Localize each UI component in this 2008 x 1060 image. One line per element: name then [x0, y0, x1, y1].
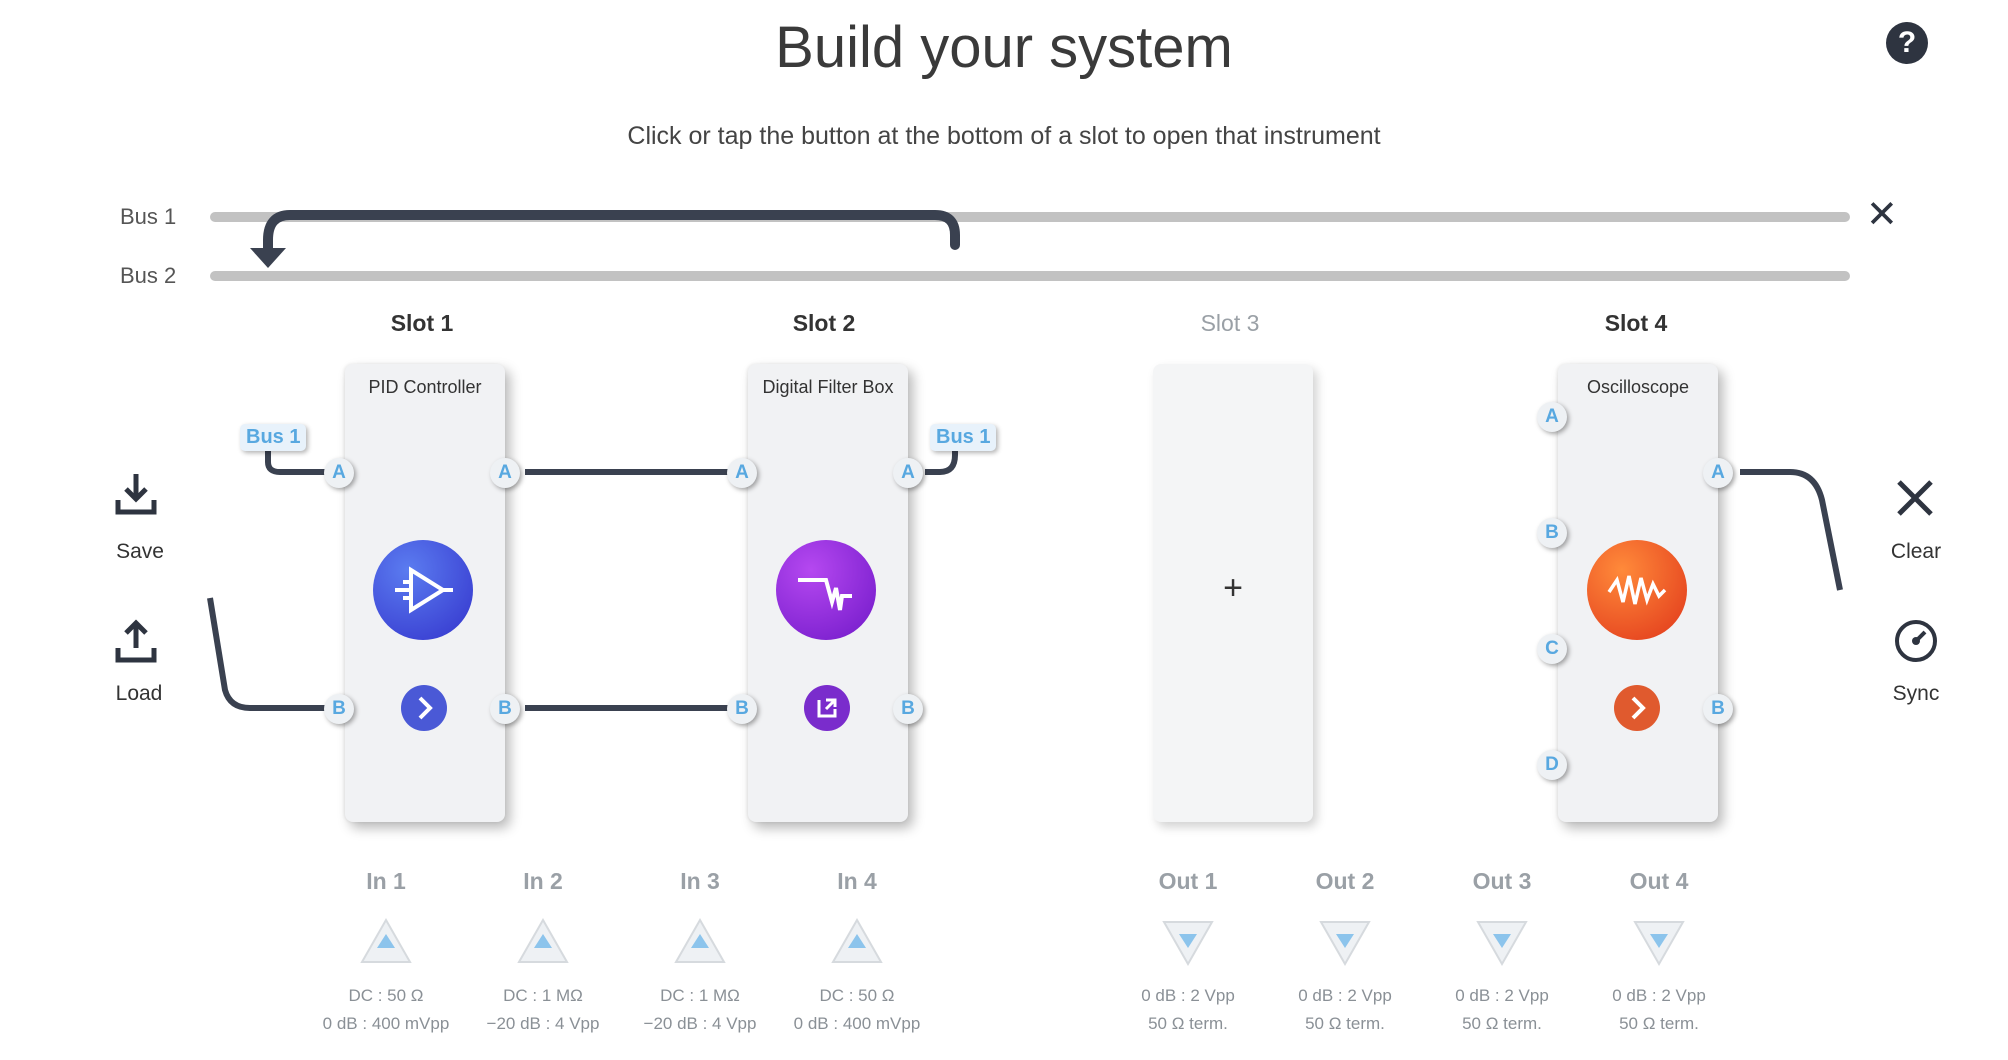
- save-button[interactable]: Save: [116, 540, 164, 563]
- input-4-coupling: DC : 50 Ω: [819, 986, 895, 1005]
- input-1-button[interactable]: [358, 914, 414, 970]
- close-icon[interactable]: ✕: [1866, 194, 1898, 236]
- slot-1-bus-tag[interactable]: Bus 1: [240, 424, 307, 451]
- slot-2-instrument-name: Digital Filter Box: [762, 377, 894, 397]
- bus-2-label: Bus 2: [120, 263, 177, 288]
- input-1-coupling: DC : 50 Ω: [348, 986, 424, 1005]
- pid-controller-icon[interactable]: [373, 540, 473, 640]
- sync-button[interactable]: Sync: [1892, 682, 1940, 705]
- output-4-label: Out 4: [1629, 868, 1689, 894]
- slot-2-port-in-b[interactable]: B: [727, 694, 757, 724]
- bus-1-line[interactable]: [210, 212, 1850, 222]
- output-3-termination: 50 Ω term.: [1462, 1014, 1542, 1033]
- slot-2-port-in-a[interactable]: A: [727, 458, 757, 488]
- output-4-termination: 50 Ω term.: [1619, 1014, 1699, 1033]
- input-3-label: In 3: [680, 868, 720, 894]
- slot-4-port-out-a[interactable]: A: [1703, 458, 1733, 488]
- slot-4-instrument-name: Oscilloscope: [1586, 377, 1690, 397]
- output-3-button[interactable]: [1474, 914, 1530, 970]
- wire-slot4-a-out: [1740, 469, 1843, 591]
- bus-2-line[interactable]: [210, 271, 1850, 281]
- arrow-down-icon: [1162, 921, 1214, 967]
- slot-1-open-button[interactable]: [401, 685, 447, 731]
- slot-1-port-in-b[interactable]: B: [324, 694, 354, 724]
- slot-4-port-out-b[interactable]: B: [1703, 694, 1733, 724]
- external-link-icon: [817, 698, 837, 718]
- slot-1-title: Slot 1: [390, 310, 454, 336]
- slot-1-port-in-a[interactable]: A: [324, 458, 354, 488]
- output-2-label: Out 2: [1315, 868, 1375, 894]
- input-1-range: 0 dB : 400 mVpp: [322, 1014, 450, 1033]
- output-2-gain: 0 dB : 2 Vpp: [1298, 986, 1392, 1005]
- output-1-gain: 0 dB : 2 Vpp: [1141, 986, 1235, 1005]
- load-icon[interactable]: [113, 618, 159, 669]
- add-instrument-icon[interactable]: +: [1223, 569, 1243, 607]
- wire-slot2-a-to-bus1: [925, 446, 958, 475]
- input-1-label: In 1: [366, 868, 406, 894]
- input-3-coupling: DC : 1 MΩ: [660, 986, 740, 1005]
- input-2-coupling: DC : 1 MΩ: [503, 986, 583, 1005]
- input-3-button[interactable]: [672, 914, 728, 970]
- slot-4-port-in-c[interactable]: C: [1537, 634, 1567, 664]
- bus-route-wire: [263, 210, 960, 260]
- slot-2-open-button[interactable]: [804, 685, 850, 731]
- output-1-button[interactable]: [1160, 914, 1216, 970]
- slot-1-port-out-b[interactable]: B: [490, 694, 520, 724]
- oscilloscope-icon[interactable]: [1587, 540, 1687, 640]
- input-2-label: In 2: [523, 868, 563, 894]
- slot-2-port-out-b[interactable]: B: [893, 694, 923, 724]
- help-icon[interactable]: ?: [1886, 22, 1928, 64]
- output-1-label: Out 1: [1158, 868, 1218, 894]
- arrow-down-icon: [1476, 921, 1528, 967]
- slot-2-title: Slot 2: [792, 310, 856, 336]
- arrow-up-icon: [674, 917, 726, 963]
- slot-2-card[interactable]: Digital Filter Box: [748, 364, 908, 822]
- chevron-right-icon: [418, 696, 433, 720]
- output-1-termination: 50 Ω term.: [1148, 1014, 1228, 1033]
- arrow-down-icon: [1633, 921, 1685, 967]
- slot-4-title: Slot 4: [1604, 310, 1668, 336]
- output-2-button[interactable]: [1317, 914, 1373, 970]
- digital-filter-icon[interactable]: [776, 540, 876, 640]
- page-subtitle: Click or tap the button at the bottom of…: [627, 122, 1381, 150]
- load-button[interactable]: Load: [115, 682, 163, 705]
- page-title: Build your system: [775, 15, 1233, 80]
- input-3-range: −20 dB : 4 Vpp: [643, 1014, 757, 1033]
- bus-route-arrowhead: [250, 248, 286, 268]
- chevron-right-icon: [1631, 696, 1646, 720]
- slot-1-instrument-name: PID Controller: [368, 377, 482, 397]
- arrow-up-icon: [831, 917, 883, 963]
- output-2-termination: 50 Ω term.: [1305, 1014, 1385, 1033]
- input-2-range: −20 dB : 4 Vpp: [486, 1014, 600, 1033]
- input-2-button[interactable]: [515, 914, 571, 970]
- output-3-label: Out 3: [1472, 868, 1532, 894]
- save-icon[interactable]: [113, 470, 159, 521]
- slot-4-port-in-a[interactable]: A: [1537, 402, 1567, 432]
- slot-2-port-out-a[interactable]: A: [893, 458, 923, 488]
- bus-1-label: Bus 1: [120, 204, 177, 229]
- slot-4-port-in-d[interactable]: D: [1537, 750, 1567, 780]
- arrow-up-icon: [517, 917, 569, 963]
- slot-4-open-button[interactable]: [1614, 685, 1660, 731]
- input-4-range: 0 dB : 400 mVpp: [793, 1014, 921, 1033]
- clear-icon[interactable]: [1894, 477, 1936, 524]
- clear-button[interactable]: Clear: [1890, 540, 1942, 563]
- output-4-button[interactable]: [1631, 914, 1687, 970]
- slot-4-port-in-b[interactable]: B: [1537, 518, 1567, 548]
- input-4-button[interactable]: [829, 914, 885, 970]
- slot-3-title: Slot 3: [1200, 310, 1260, 336]
- arrow-up-icon: [360, 917, 412, 963]
- slot-2-bus-tag[interactable]: Bus 1: [930, 424, 997, 451]
- wire-bus1-to-slot1-a: [265, 446, 325, 475]
- slot-3-card[interactable]: +: [1153, 364, 1313, 822]
- slot-1-port-out-a[interactable]: A: [490, 458, 520, 488]
- sync-icon[interactable]: [1893, 618, 1939, 669]
- output-4-gain: 0 dB : 2 Vpp: [1612, 986, 1706, 1005]
- wire-left-to-slot1-b: [207, 597, 325, 711]
- arrow-down-icon: [1319, 921, 1371, 967]
- output-3-gain: 0 dB : 2 Vpp: [1455, 986, 1549, 1005]
- input-4-label: In 4: [837, 868, 877, 894]
